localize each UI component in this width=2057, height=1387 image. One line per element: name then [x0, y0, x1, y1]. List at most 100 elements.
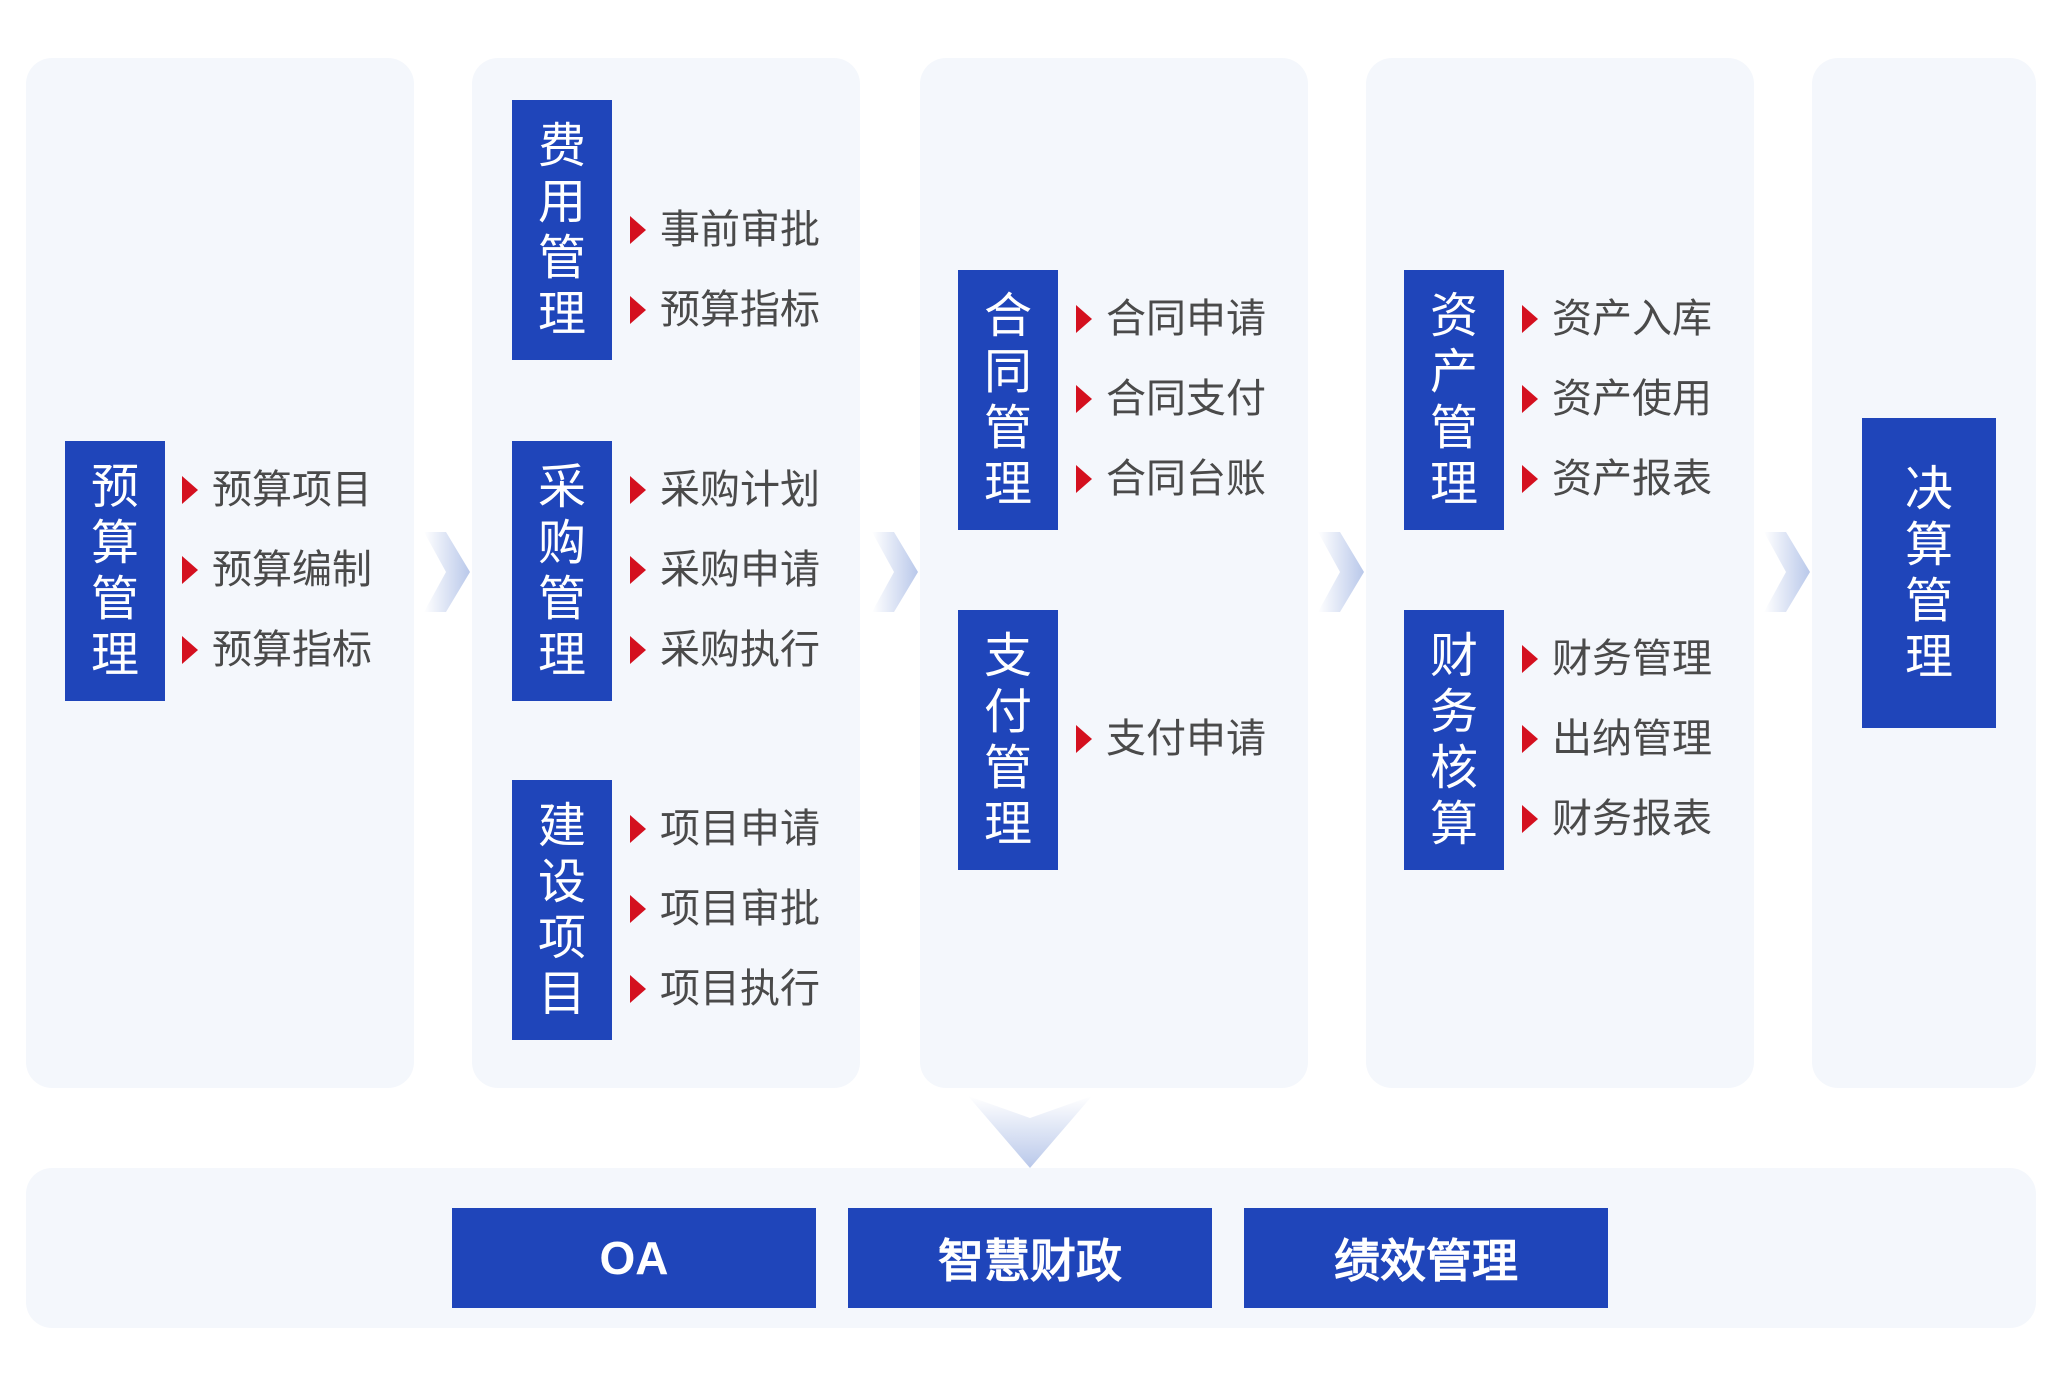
- accounting-item-label: 出纳管理: [1552, 716, 1712, 762]
- purchase-title-char: 采: [537, 459, 586, 515]
- payment-item-label: 支付申请: [1106, 716, 1266, 762]
- accounting-item: 出纳管理: [1522, 715, 1712, 763]
- construction-project-box: 建 设 项 目: [512, 780, 612, 1040]
- construction-title-char: 项: [537, 910, 586, 966]
- bullet-triangle-icon: [630, 636, 646, 664]
- asset-item-label: 资产使用: [1552, 376, 1712, 422]
- expense-title-char: 管: [537, 230, 586, 286]
- budget-item-label: 预算编制: [212, 547, 372, 593]
- accounting-title-char: 财: [1429, 628, 1478, 684]
- budget-item-label: 预算项目: [212, 467, 372, 513]
- flow-chevron-icon: [1318, 532, 1364, 612]
- contract-item: 合同支付: [1076, 375, 1266, 423]
- performance-management-button[interactable]: 绩效管理: [1244, 1208, 1608, 1308]
- payment-title-char: 管: [983, 740, 1032, 796]
- bullet-triangle-icon: [1522, 805, 1538, 833]
- budget-title-char: 算: [90, 515, 139, 571]
- bullet-triangle-icon: [1522, 385, 1538, 413]
- contract-item: 合同申请: [1076, 295, 1266, 343]
- purchase-title-char: 理: [537, 627, 586, 683]
- asset-management-box: 资 产 管 理: [1404, 270, 1504, 530]
- flow-chevron-icon: [1764, 532, 1810, 612]
- bullet-triangle-icon: [630, 556, 646, 584]
- asset-item-label: 资产报表: [1552, 456, 1712, 502]
- final-title-char: 决: [1904, 461, 1953, 517]
- bullet-triangle-icon: [182, 476, 198, 504]
- purchase-item: 采购执行: [630, 626, 820, 674]
- flow-chevron-icon: [424, 532, 470, 612]
- bullet-triangle-icon: [1522, 645, 1538, 673]
- purchase-title-char: 管: [537, 571, 586, 627]
- payment-item: 支付申请: [1076, 715, 1266, 763]
- final-title-char: 管: [1904, 573, 1953, 629]
- construction-title-char: 建: [537, 798, 586, 854]
- asset-item: 资产报表: [1522, 455, 1712, 503]
- purchase-item: 采购申请: [630, 546, 820, 594]
- purchase-item-label: 采购申请: [660, 547, 820, 593]
- budget-item: 预算编制: [182, 546, 372, 594]
- contract-title-char: 同: [983, 344, 1032, 400]
- construction-title-char: 设: [537, 854, 586, 910]
- purchase-title-char: 购: [537, 515, 586, 571]
- bullet-triangle-icon: [1522, 725, 1538, 753]
- construction-item: 项目执行: [630, 965, 820, 1013]
- construction-item-label: 项目审批: [660, 886, 820, 932]
- bullet-triangle-icon: [1076, 385, 1092, 413]
- stage-panel-asset: [1366, 58, 1754, 1088]
- construction-item: 项目审批: [630, 885, 820, 933]
- expense-title-char: 费: [537, 118, 586, 174]
- payment-title-char: 支: [983, 628, 1032, 684]
- construction-item: 项目申请: [630, 805, 820, 853]
- contract-title-char: 理: [983, 456, 1032, 512]
- asset-item-label: 资产入库: [1552, 296, 1712, 342]
- budget-item: 预算指标: [182, 626, 372, 674]
- bullet-triangle-icon: [182, 556, 198, 584]
- final-accounts-box: 决 算 管 理: [1862, 418, 1996, 728]
- bullet-triangle-icon: [1076, 725, 1092, 753]
- asset-title-char: 产: [1429, 344, 1478, 400]
- accounting-item: 财务报表: [1522, 795, 1712, 843]
- contract-title-char: 管: [983, 400, 1032, 456]
- purchase-item: 采购计划: [630, 466, 820, 514]
- bullet-triangle-icon: [630, 895, 646, 923]
- purchase-item-label: 采购计划: [660, 467, 820, 513]
- contract-item-label: 合同支付: [1106, 376, 1266, 422]
- contract-item-label: 合同申请: [1106, 296, 1266, 342]
- final-title-char: 算: [1904, 517, 1953, 573]
- asset-title-char: 理: [1429, 456, 1478, 512]
- expense-management-box: 费 用 管 理: [512, 100, 612, 360]
- asset-item: 资产入库: [1522, 295, 1712, 343]
- bullet-triangle-icon: [630, 296, 646, 324]
- budget-title-char: 预: [90, 459, 139, 515]
- bullet-triangle-icon: [1076, 465, 1092, 493]
- bullet-triangle-icon: [630, 216, 646, 244]
- flow-chevron-icon: [872, 532, 918, 612]
- bullet-triangle-icon: [630, 975, 646, 1003]
- bullet-triangle-icon: [630, 815, 646, 843]
- bullet-triangle-icon: [182, 636, 198, 664]
- payment-title-char: 付: [983, 684, 1032, 740]
- accounting-item-label: 财务管理: [1552, 636, 1712, 682]
- budget-management-box: 预 算 管 理: [65, 441, 165, 701]
- bullet-triangle-icon: [1522, 305, 1538, 333]
- down-arrow-icon: [968, 1096, 1092, 1168]
- budget-item: 预算项目: [182, 466, 372, 514]
- purchase-management-box: 采 购 管 理: [512, 441, 612, 701]
- bullet-triangle-icon: [1522, 465, 1538, 493]
- smart-finance-system-button[interactable]: 智慧财政: [848, 1208, 1212, 1308]
- payment-management-box: 支 付 管 理: [958, 610, 1058, 870]
- budget-title-char: 理: [90, 627, 139, 683]
- accounting-title-char: 务: [1429, 684, 1478, 740]
- asset-title-char: 资: [1429, 288, 1478, 344]
- oa-system-button[interactable]: OA: [452, 1208, 816, 1308]
- expense-item: 预算指标: [630, 286, 820, 334]
- bullet-triangle-icon: [1076, 305, 1092, 333]
- construction-item-label: 项目执行: [660, 966, 820, 1012]
- accounting-title-char: 算: [1429, 796, 1478, 852]
- budget-item-label: 预算指标: [212, 627, 372, 673]
- purchase-item-label: 采购执行: [660, 627, 820, 673]
- bullet-triangle-icon: [630, 476, 646, 504]
- contract-item: 合同台账: [1076, 455, 1266, 503]
- accounting-item-label: 财务报表: [1552, 796, 1712, 842]
- construction-title-char: 目: [537, 966, 586, 1022]
